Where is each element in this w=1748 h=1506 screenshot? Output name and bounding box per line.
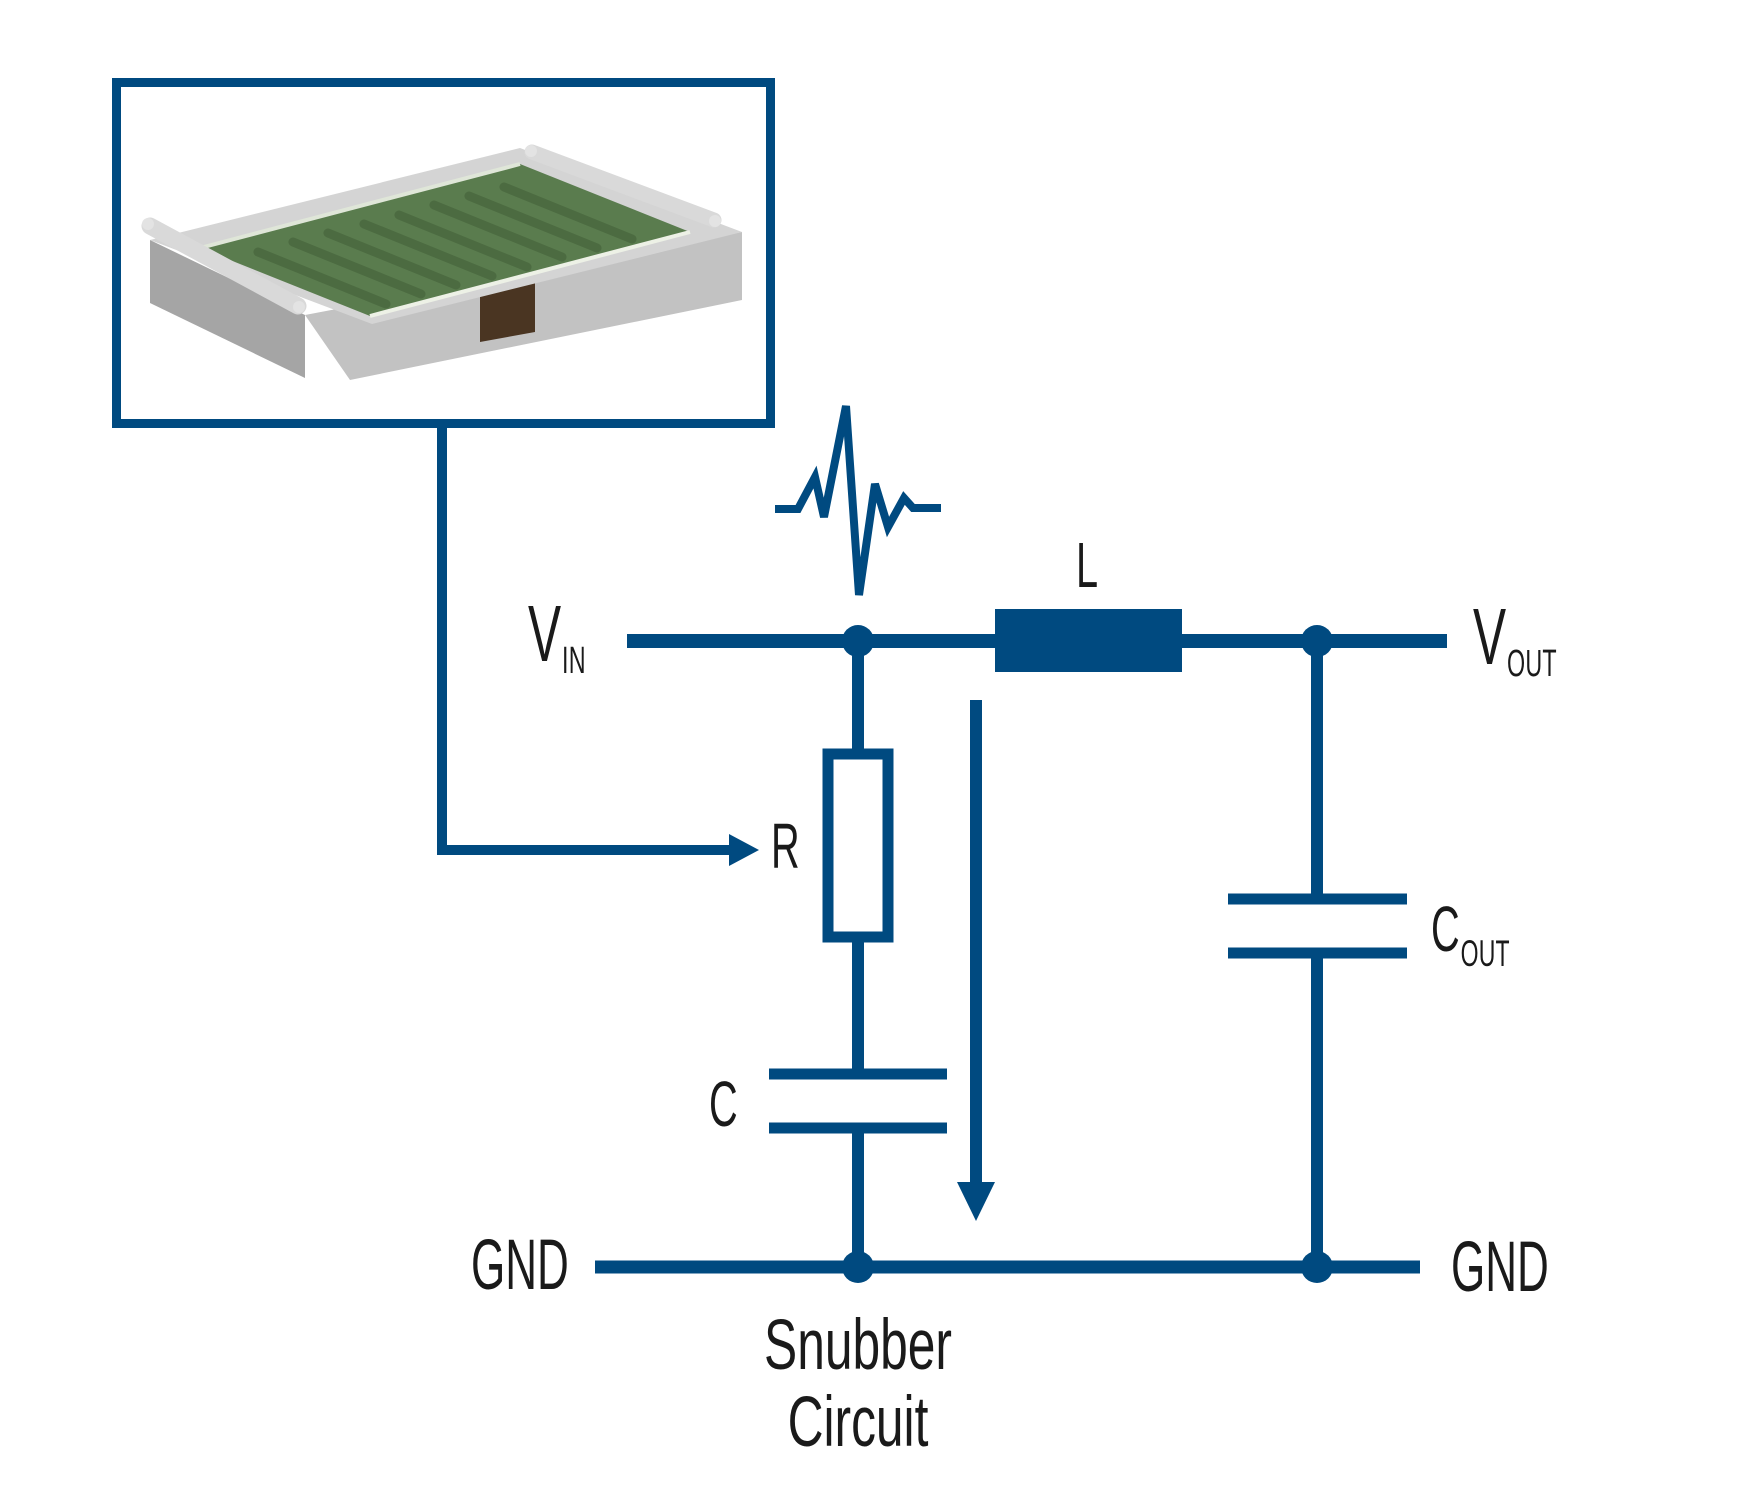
- chip-resistor-image: [141, 144, 742, 380]
- current-direction-arrow-icon: [957, 700, 995, 1221]
- cout-label: COUT: [1431, 897, 1510, 971]
- vin-base: V: [528, 589, 562, 678]
- vin-subscript: IN: [562, 639, 586, 682]
- resistor-label: R: [771, 810, 800, 882]
- caption-line-2: Circuit: [787, 1383, 929, 1462]
- vout-junction-dot: [1301, 625, 1333, 657]
- gnd-left-junction-dot: [842, 1251, 874, 1283]
- product-inset-box: [112, 78, 775, 428]
- vin-label: VIN: [528, 594, 586, 680]
- gnd-right-junction-dot: [1301, 1251, 1333, 1283]
- inductor-label: L: [1076, 529, 1099, 601]
- inductor-symbol: [995, 609, 1182, 672]
- termination-caps: [141, 144, 722, 315]
- junction-dots: [842, 625, 1333, 1283]
- gnd-left-label: GND: [471, 1226, 569, 1305]
- caption-line-1: Snubber: [764, 1306, 952, 1385]
- cout-subscript: OUT: [1460, 931, 1510, 974]
- vout-label: VOUT: [1473, 597, 1557, 683]
- resistor-symbol: [822, 748, 894, 943]
- gnd-right-label: GND: [1451, 1228, 1549, 1307]
- transient-spike-waveform-icon: [775, 405, 941, 596]
- capacitor-label: C: [709, 1068, 738, 1140]
- cout-capacitor-symbol: [1228, 893, 1407, 959]
- snubber-circuit-caption: Snubber Circuit: [648, 1307, 1068, 1461]
- vout-base: V: [1473, 592, 1507, 681]
- cout-base: C: [1431, 893, 1460, 965]
- laser-trim-lines: [253, 182, 637, 309]
- vin-junction-dot: [842, 625, 874, 657]
- capacitor-symbol: [769, 1068, 947, 1134]
- resistor-pointer-arrow-icon: [437, 424, 759, 866]
- vout-subscript: OUT: [1507, 642, 1557, 685]
